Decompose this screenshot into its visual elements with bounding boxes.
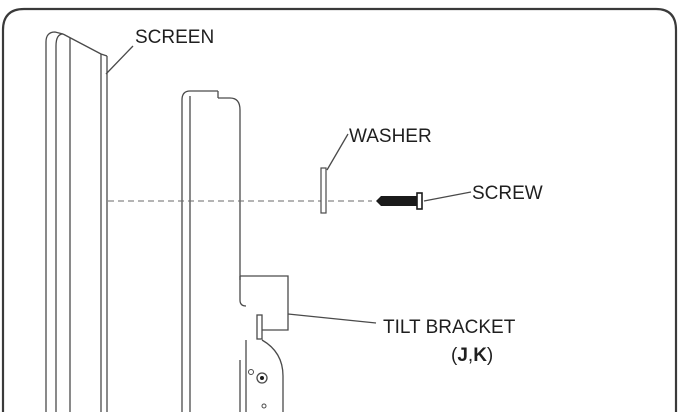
screw-shape — [376, 192, 423, 210]
tilt-bracket — [239, 275, 289, 412]
screen-leader-line — [105, 45, 134, 75]
washer-label: WASHER — [349, 126, 432, 147]
part-close-paren: ) — [487, 345, 493, 366]
screw-label: SCREW — [472, 183, 543, 204]
part-codes-label: (J,K) — [451, 345, 493, 366]
bracket-knob — [248, 369, 268, 409]
screen-label: SCREEN — [135, 27, 214, 48]
tilt-bracket-leader-line — [287, 313, 377, 324]
tilt-bracket-label: TILT BRACKET — [383, 317, 516, 338]
part-open-paren: ( — [451, 345, 458, 366]
part-code-j: J — [457, 345, 468, 366]
screw-leader-line — [423, 191, 472, 202]
screen-panel — [45, 31, 108, 412]
monitor-chassis — [181, 90, 241, 412]
part-separator: , — [468, 345, 473, 366]
washer-shape — [320, 167, 327, 214]
part-code-k: K — [473, 345, 487, 366]
diagram-frame — [1, 7, 678, 412]
washer-leader-line — [326, 133, 349, 171]
